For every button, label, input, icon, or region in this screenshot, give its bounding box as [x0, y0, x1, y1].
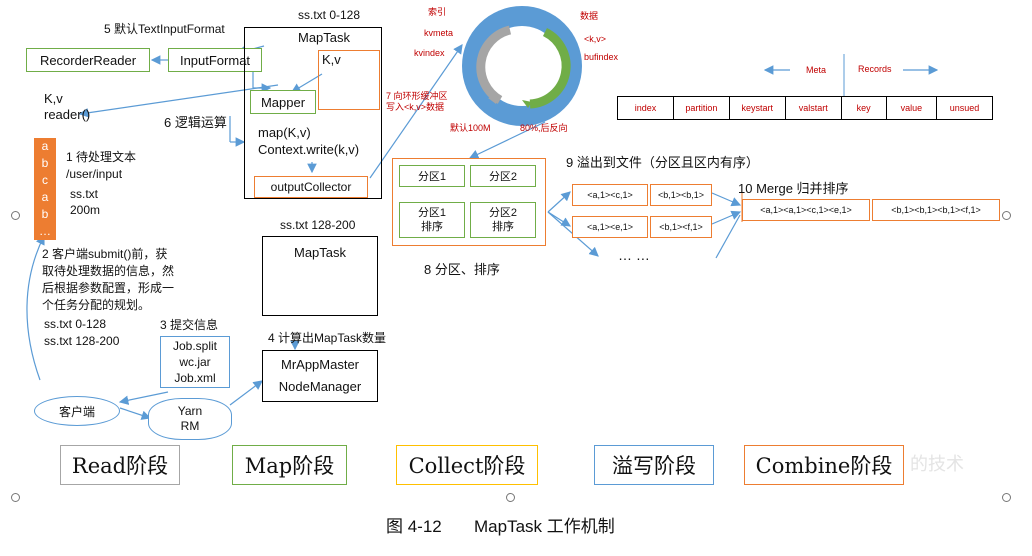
phase-map: Map阶段 — [232, 445, 347, 485]
arrow-kv-mapper — [290, 73, 323, 93]
maptask-box — [244, 27, 382, 199]
file-name-label: ss.txt — [70, 187, 99, 201]
ring-kv-label: <k,v> — [584, 34, 607, 44]
records-label: Records — [858, 64, 892, 74]
reader-label: reader() — [44, 107, 91, 122]
step5-label: 5 默认TextInputFormat — [104, 22, 225, 36]
arrow-spill-merge — [711, 192, 742, 207]
ring-kvmeta-label: kvmeta — [424, 28, 454, 38]
ring-kvindex-label: kvindex — [414, 48, 445, 58]
split2-label: ss.txt 128-200 — [280, 218, 356, 232]
ring-index-label: 索引 — [428, 7, 447, 17]
spill-ellipsis: … … — [618, 247, 650, 263]
step6-label: 6 逻辑运算 — [164, 115, 227, 130]
partition1-box: 分区1 — [399, 165, 465, 187]
meta-cell: index — [618, 97, 674, 119]
yarn-rm-node: Yarn RM — [148, 398, 232, 440]
input-format-box: InputFormat — [168, 48, 262, 72]
arrow-yarn-appmaster — [229, 380, 263, 406]
merged-cell: <a,1><a,1><c,1><e,1> — [742, 199, 870, 221]
record-cell: key — [842, 97, 887, 119]
phase-combine: Combine阶段 — [744, 445, 904, 485]
ring-data-label: 数据 — [580, 11, 599, 21]
resize-handle[interactable] — [11, 493, 20, 502]
meta-record-table: index partition keystart valstart key va… — [617, 96, 993, 120]
reverse-80-label: 80%,后反向 — [520, 123, 568, 133]
context-write-label: Context.write(k,v) — [258, 142, 360, 157]
merged-cell: <b,1><b,1><b,1><f,1> — [872, 199, 1000, 221]
spill-cell: <b,1><f,1> — [650, 216, 712, 238]
partition2-box: 分区2 — [470, 165, 536, 187]
meta-cell: keystart — [730, 97, 786, 119]
arrow-mapper-reader — [78, 84, 279, 118]
step7-text: 7 向环形缓冲区 写入<k,v>数据 — [386, 91, 448, 112]
ring-bufindex-label: bufindex — [584, 52, 619, 62]
client-node: 客户端 — [34, 396, 120, 426]
job-files-box: Job.split wc.jar Job.xml — [160, 336, 230, 388]
path-label: /user/input — [66, 167, 123, 181]
input-text-stack: a b c a b … — [34, 138, 56, 240]
resize-handle[interactable] — [11, 211, 20, 220]
maptask2-box: MapTask — [262, 236, 378, 316]
spill-cell: <b,1><b,1> — [650, 184, 712, 206]
record-cell: value — [887, 97, 938, 119]
file-size-label: 200m — [70, 203, 101, 217]
phase-spill: 溢写阶段 — [594, 445, 714, 485]
step9-label: 9 溢出到文件（分区且区内有序） — [566, 155, 759, 170]
arrow-client-stack — [26, 234, 45, 381]
resize-handle[interactable] — [1002, 211, 1011, 220]
figure-number: 图 4-12 — [386, 517, 442, 536]
arrow-buffer-partition — [468, 121, 546, 159]
ring-buffer — [462, 6, 582, 126]
phase-collect: Collect阶段 — [396, 445, 538, 485]
split1-label: ss.txt 0-128 — [298, 8, 361, 22]
figure-title: MapTask 工作机制 — [474, 517, 615, 536]
partition2-sort-box: 分区2 排序 — [470, 202, 536, 238]
step3-label: 3 提交信息 — [160, 318, 219, 332]
step1-label: 1 待处理文本 — [66, 150, 137, 164]
record-cell: unsued — [949, 103, 980, 113]
spill-cell: <a,1><e,1> — [572, 216, 648, 238]
arrow-client-yarn — [119, 407, 152, 420]
step8-label: 8 分区、排序 — [424, 262, 500, 277]
meta-cell: partition — [674, 97, 730, 119]
watermark: 的技术 — [910, 454, 964, 475]
kv-left-label: K,v — [44, 91, 63, 106]
app-master-box: MrAppMaster NodeManager — [262, 350, 378, 402]
step10-label: 10 Merge 归并排序 — [738, 181, 849, 196]
mapper-box: Mapper — [250, 90, 316, 114]
map-kv-label: map(K,v) — [258, 125, 311, 140]
step2-text: 2 客户端submit()前，获 取待处理数据的信息，然 后根据参数配置，形成一… — [42, 247, 175, 312]
recorder-reader-box: RecorderReader — [26, 48, 150, 72]
meta-label: Meta — [806, 65, 827, 75]
phase-read: Read阶段 — [60, 445, 180, 485]
maptask-title: MapTask — [298, 30, 351, 45]
kv-box — [318, 50, 380, 110]
partition1-sort-box: 分区1 排序 — [399, 202, 465, 238]
resize-handle[interactable] — [506, 493, 515, 502]
step4-label: 4 计算出MapTask数量 — [268, 331, 387, 345]
split-plan: ss.txt 0-128 ss.txt 128-200 — [44, 317, 120, 348]
meta-cell: valstart — [786, 97, 842, 119]
kv-top-label: K,v — [322, 52, 341, 67]
arrow-collector-buffer — [369, 44, 463, 179]
resize-handle[interactable] — [1002, 493, 1011, 502]
output-collector-box: outputCollector — [254, 176, 368, 198]
default-100m-label: 默认100M — [450, 123, 491, 133]
spill-cell: <a,1><c,1> — [572, 184, 648, 206]
